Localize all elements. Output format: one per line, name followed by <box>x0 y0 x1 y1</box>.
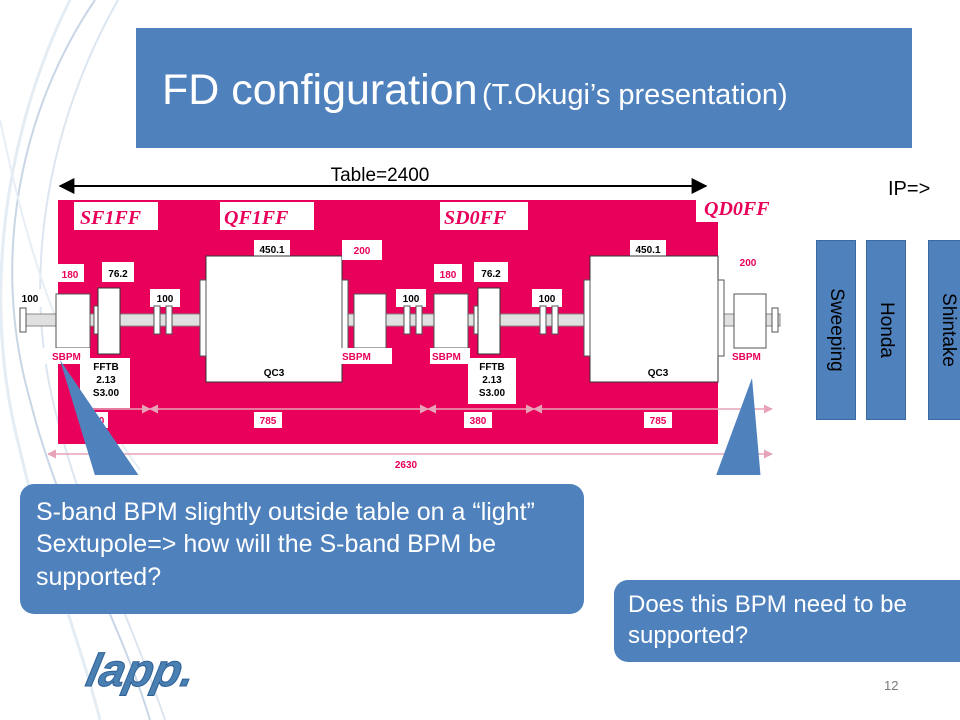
block-label-sd0ff: SD0FF <box>444 207 507 229</box>
dim-top-7: 450.1 <box>635 245 660 256</box>
fftb-value-2: 2.13 <box>482 375 502 386</box>
sweeping-label: Sweeping <box>826 288 847 372</box>
fd-layout-diagram: Table=2400 SF1FF QF1FF SD0FF QD0FF 100 1… <box>16 165 790 475</box>
sextupole-sf1ff <box>55 293 91 349</box>
sbpm-block-4 <box>733 293 767 349</box>
block-label-qf1ff: QF1FF <box>224 207 289 229</box>
callout-bpm-support: Does this BPM need to be supported? <box>614 580 960 662</box>
lapp-logo-text: lapp. <box>82 644 200 695</box>
dim-bottom-2: 785 <box>260 416 277 427</box>
dim-top-1: 180 <box>62 270 79 281</box>
block-label-qd0ff: QD0FF <box>704 198 770 220</box>
slide-subtitle: (T.Okugi’s presentation) <box>481 79 788 111</box>
sextupole-sd0ff <box>433 293 469 349</box>
sweeping-box: Sweeping <box>816 240 856 420</box>
spacing-dim-1: 100 <box>22 294 39 305</box>
dim-top-4: 200 <box>354 246 371 257</box>
fftb-sext-2: S3.00 <box>479 388 506 399</box>
slide-title: FD configuration <box>162 66 478 114</box>
qc3-magnet-2 <box>589 255 719 383</box>
qc3-label-1: QC3 <box>264 368 285 379</box>
dim-top-3: 450.1 <box>259 245 284 256</box>
total-length-label: 2630 <box>395 460 418 471</box>
sbpm-label-3: SBPM <box>432 352 461 363</box>
qc3-magnet-1 <box>205 255 343 383</box>
fftb-label-1: FFTB <box>93 362 119 373</box>
title-banner: FD configuration (T.Okugi’s presentation… <box>136 28 912 148</box>
shintake-box: Shintake <box>928 240 960 420</box>
callout-right-pointer <box>716 378 761 475</box>
sbpm-block-2 <box>353 293 387 349</box>
fftb-value-1: 2.13 <box>96 375 116 386</box>
fftb-sext-1: S3.00 <box>93 388 120 399</box>
dim-bottom-3: 380 <box>470 416 487 427</box>
spacing-dim-2: 100 <box>157 294 174 305</box>
qc3-label-2: QC3 <box>648 368 669 379</box>
fftb-1 <box>97 287 121 355</box>
lapp-logo: lapp. <box>82 644 201 696</box>
honda-box: Honda <box>866 240 906 420</box>
dim-top-6: 76.2 <box>481 269 501 280</box>
table-label: Table=2400 <box>331 165 430 186</box>
honda-label: Honda <box>876 302 897 358</box>
page-number: 12 <box>884 678 899 693</box>
fftb-label-2: FFTB <box>479 362 505 373</box>
spacing-dim-4: 100 <box>539 294 556 305</box>
dim-top-5: 180 <box>440 270 457 281</box>
sbpm-label-4: SBPM <box>732 352 761 363</box>
callout-sband-bpm: S-band BPM slightly outside table on a “… <box>20 484 584 614</box>
shintake-label: Shintake <box>938 293 959 367</box>
sbpm-label-2: SBPM <box>342 352 371 363</box>
dim-top-8: 200 <box>740 258 757 269</box>
ip-label: IP=> <box>888 178 931 200</box>
fftb-2 <box>477 287 501 355</box>
callout-left-pointer <box>60 360 139 475</box>
dim-bottom-4: 785 <box>650 416 667 427</box>
slide-title-line: FD configuration (T.Okugi’s presentation… <box>162 66 788 115</box>
block-label-sf1ff: SF1FF <box>80 207 142 229</box>
spacing-dim-3: 100 <box>403 294 420 305</box>
dim-top-2: 76.2 <box>108 269 128 280</box>
sbpm-label-1: SBPM <box>52 352 81 363</box>
